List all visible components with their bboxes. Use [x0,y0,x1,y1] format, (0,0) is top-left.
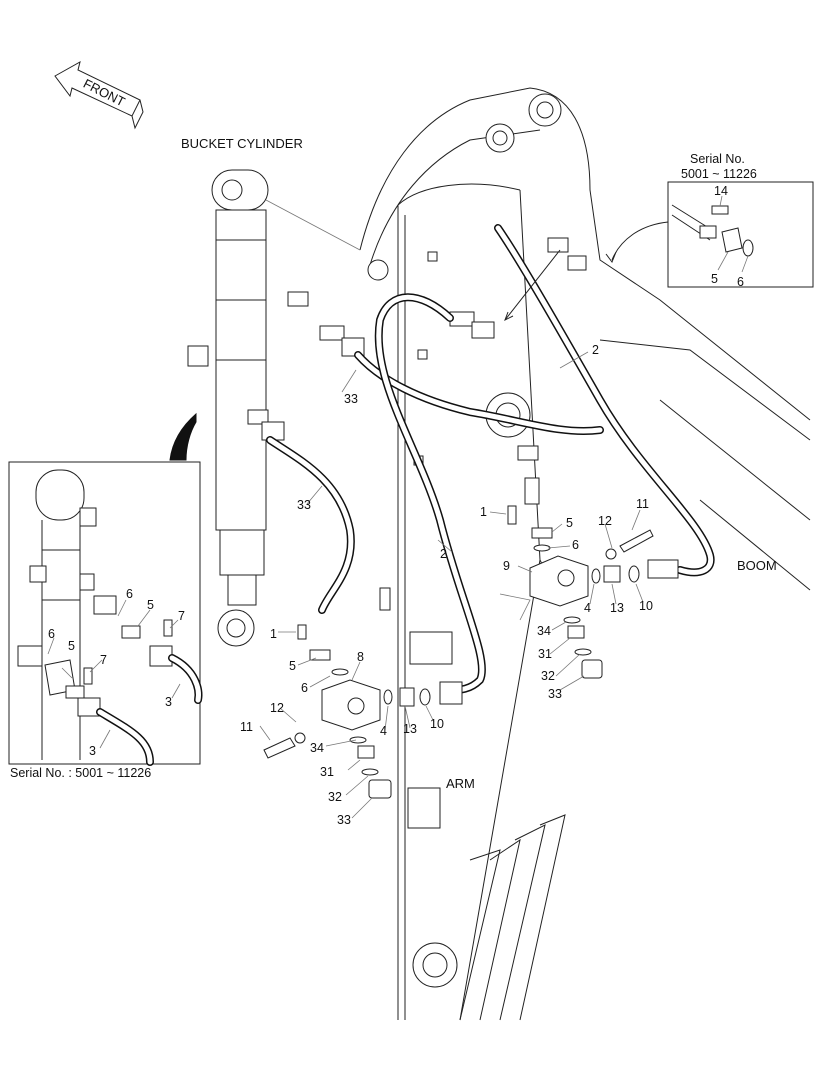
callout-10-right: 10 [639,599,653,613]
inset-left-callout-3-a: 3 [165,695,172,709]
right-valve-block [499,505,679,679]
callout-6-left: 6 [301,681,308,695]
inset-left-callout-3-b: 3 [89,744,96,758]
callout-11-right: 11 [636,497,649,511]
callout-32-left: 32 [328,790,342,804]
inset-left-callout-5-a: 5 [147,598,154,612]
callout-2-upper: 2 [592,343,599,357]
arm-label: ARM [446,776,475,791]
main-callouts: 33 33 2 2 1 5 6 8 12 11 34 4 13 10 31 32… [240,343,653,827]
callout-2-lower: 2 [440,547,447,561]
callout-31-left: 31 [320,765,334,779]
callout-12-right: 12 [598,514,612,528]
serial-top-line1: Serial No. [690,152,745,166]
callout-3-upper: 33 [344,392,358,406]
callout-9: 9 [503,559,510,573]
inset-top-callout-6: 6 [737,275,744,289]
callout-34-left: 34 [310,741,324,755]
callout-33-right: 33 [548,687,562,701]
callout-31-right: 31 [538,647,552,661]
callout-8: 8 [357,650,364,664]
callout-10-left: 10 [430,717,444,731]
callout-4-right: 4 [584,601,591,615]
callout-11-left: 11 [240,720,253,734]
callout-12-left: 12 [270,701,284,715]
inset-top-callout-14: 14 [714,184,728,198]
inset-left-callout-7-b: 7 [100,653,107,667]
boom-label: BOOM [737,558,777,573]
inset-left: 6 5 7 6 5 7 3 3 [8,461,203,766]
callout-1-right: 1 [480,505,487,519]
bucket-cylinder [211,169,361,647]
inset-left-callout-6-b: 6 [48,627,55,641]
callout-5-right: 5 [566,516,573,530]
callout-6-right: 6 [572,538,579,552]
callout-13-left: 13 [403,722,417,736]
boom-structure [359,87,811,591]
inset-left-callout-5-b: 5 [68,639,75,653]
front-label: FRONT [81,76,128,110]
leader-lines [259,249,644,819]
inset-top-callout-5: 5 [711,272,718,286]
hose-2 [374,224,715,694]
fitting-assemblies [187,237,587,505]
left-valve-block [263,624,463,799]
callout-34-right: 34 [537,624,551,638]
callout-33-left: 33 [337,813,351,827]
callout-3-lower: 33 [297,498,311,512]
callout-1-left: 1 [270,627,277,641]
bucket-cylinder-label: BUCKET CYLINDER [181,136,303,151]
callout-32-right: 32 [541,669,555,683]
inset-left-callout-6-a: 6 [126,587,133,601]
callout-13-right: 13 [610,601,624,615]
inset-pointer-arrow-icon [169,412,197,461]
callout-5-left: 5 [289,659,296,673]
callout-4-left: 4 [380,724,387,738]
inset-left-callout-7-a: 7 [178,609,185,623]
front-arrow-icon: FRONT [54,60,144,130]
serial-inset-label: Serial No. : 5001 ~ 11226 [10,766,151,780]
arm-structure [379,183,566,1021]
serial-top-line2: 5001 ~ 11226 [681,167,757,181]
inset-top-right: Serial No. 5001 ~ 11226 14 5 6 [605,152,814,289]
